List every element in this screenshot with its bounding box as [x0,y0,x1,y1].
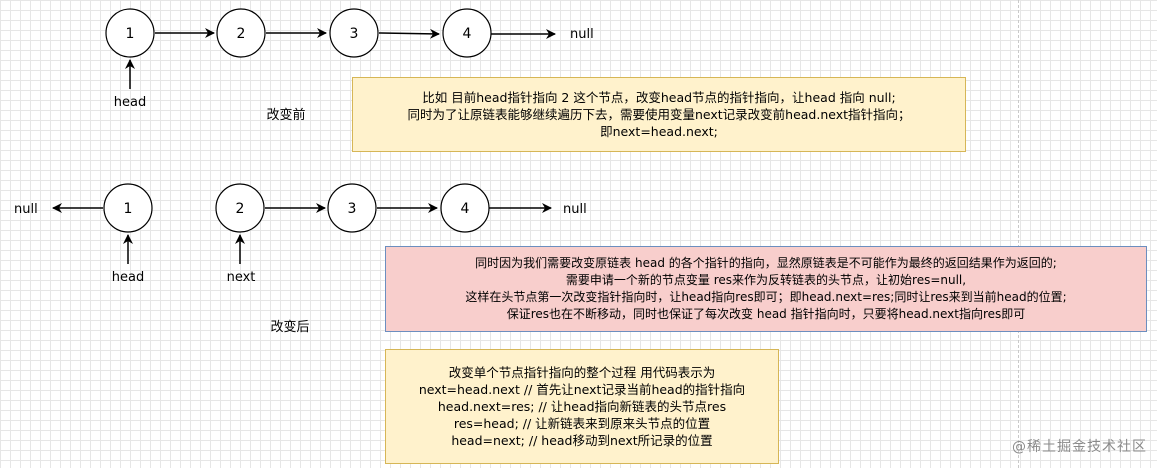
note-line: 同时因为我们需要改变原链表 head 的各个指针的指向，显然原链表是不可能作为最… [475,256,1057,270]
node-3: 3 [329,8,379,58]
code-line: res=head; // 让新链表来到原来头节点的位置 [453,416,711,431]
svg-text:4: 4 [463,26,472,42]
node-4: 4 [442,8,492,58]
svg-text:1: 1 [124,201,133,217]
arrow-3-to-4 [378,28,440,39]
note-line: 比如 目前head指针指向 2 这个节点，改变head节点的指针指向，让head… [422,90,896,105]
caption-before: 改变前 [266,107,305,123]
page-boundary-line [1018,0,1019,468]
note-line: 保证res也在不断移动，同时也保证了每次改变 head 指针指向时，只要将hea… [506,307,1026,321]
svg-text:2: 2 [236,201,245,217]
before-list: 1 2 3 4 null head 改变前 [105,8,594,123]
code-line: head=next; // head移动到next所记录的位置 [451,433,713,448]
caption-after: 改变后 [270,319,309,335]
note-explanation: 同时因为我们需要改变原链表 head 的各个指针的指向，显然原链表是不可能作为最… [385,246,1147,332]
head-label: head [112,270,144,285]
head-label: head [114,95,146,110]
null-label-right: null [563,202,587,217]
watermark: @稀土掘金技术社区 [1012,439,1147,455]
note-before: 比如 目前head指针指向 2 这个节点，改变head节点的指针指向，让head… [352,77,966,152]
note-line: 改变单个节点指针指向的整个过程 用代码表示为 [448,365,716,380]
node-3: 3 [327,183,377,233]
note-line: 需要申请一个新的节点变量 res来作为反转链表的头节点，让初始res=null, [565,273,967,287]
next-label: next [227,270,256,285]
note-line: 同时为了让原链表能够继续遍历下去，需要使用变量next记录改变前head.nex… [407,107,911,122]
note-code: 改变单个节点指针指向的整个过程 用代码表示为 next=head.next //… [385,349,779,464]
null-label-left: null [14,202,38,217]
svg-text:3: 3 [348,201,357,217]
code-line: head.next=res; // 让head指向新链表的头节点res [437,399,727,414]
null-label: null [570,27,594,42]
after-list: 1 2 3 4 null null head next 改变后 [14,183,587,335]
svg-text:1: 1 [126,26,135,42]
code-line: next=head.next // 首先让next记录当前head的指针指向 [418,382,746,397]
node-1: 1 [105,8,155,58]
node-4: 4 [440,183,490,233]
svg-text:3: 3 [350,26,359,42]
node-2: 2 [215,183,265,233]
svg-text:4: 4 [461,201,470,217]
note-line: 这样在头节点第一次改变指针指向时，让head指向res即可；即head.next… [465,290,1067,304]
node-2: 2 [216,8,266,58]
note-line: 即next=head.next; [600,124,718,139]
svg-text:2: 2 [237,26,246,42]
node-1: 1 [103,183,153,233]
